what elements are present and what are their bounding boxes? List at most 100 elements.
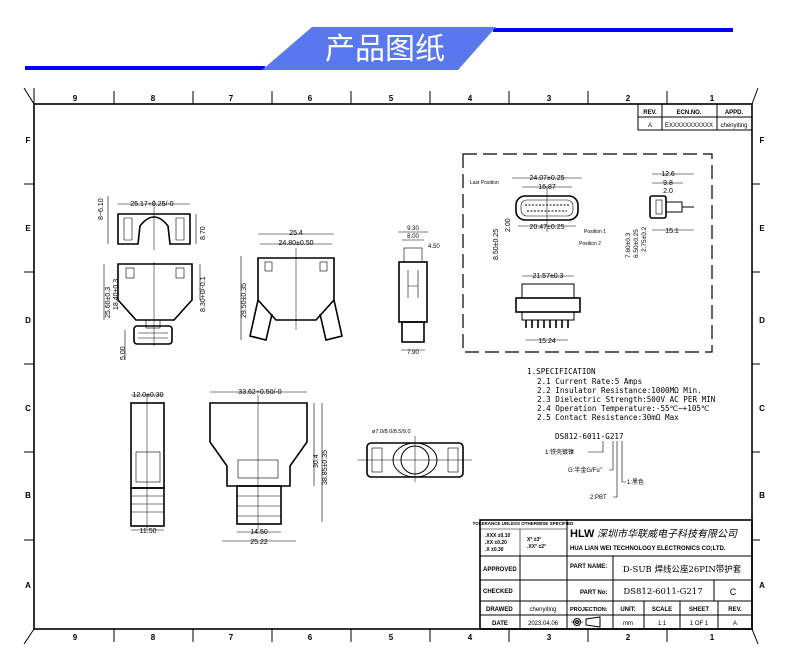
part-code: DS812-6011-G217 [555, 432, 624, 441]
ecn-value: EXXXXXXXXXXX [665, 123, 713, 129]
scale-value: 1:1 [658, 621, 667, 627]
shell-mid-view: 25.4 24.80±0.50 29.50±0.35 [240, 230, 343, 341]
company-name-cn: 深圳市华联威电子科技有限公司 [597, 528, 738, 540]
callout-position-1: Position 1 [584, 229, 606, 235]
part-no-label: PART No: [580, 590, 608, 596]
dim-label: 25.60±0.3 [105, 287, 112, 318]
approved-label: APPROVED [483, 567, 517, 573]
legend-item: 1:黑色 [627, 478, 644, 486]
dim-label: 38.85±0.35 [322, 450, 329, 485]
dim-label: 33.62+0.50/-0 [238, 389, 282, 396]
part-name-label: PART NAME: [570, 564, 607, 570]
callout-position-2: Position 2 [579, 241, 601, 247]
company-name-en: HUA LIAN WEI TECHNOLOGY ELECTRONICS CO;L… [570, 546, 726, 552]
dim-label: 21.57±0.3 [532, 273, 563, 280]
part-no-value: DS812-6011-G217 [623, 587, 702, 597]
header-left-rule [25, 66, 265, 70]
grid-col-7-bottom: 7 [229, 633, 234, 642]
spec-item: 2.5 Contact Resistance:30mΩ Max [537, 413, 679, 422]
grid-col-4: 4 [468, 94, 473, 103]
grid-row-d: D [25, 316, 31, 325]
dim-label: 8~6.10 [98, 198, 105, 220]
grid-row-a: A [25, 581, 31, 590]
dim-label: 8.70 [200, 226, 207, 240]
rev-value: A [733, 621, 737, 627]
rev-value: A [648, 123, 652, 129]
grid-row-c: C [25, 404, 31, 413]
date-label: DATE [492, 621, 508, 627]
dim-label: 25.17+0.25/-0 [130, 201, 174, 208]
drawed-label: DRAWED [486, 607, 513, 613]
tolerance-title: TOLERANCE UNLESS OTHERWISE SPECIFIED [473, 521, 575, 526]
grid-row-f-right: F [760, 136, 765, 145]
legend-item: 2:PBT [590, 495, 607, 501]
grid-row-d-right: D [759, 316, 765, 325]
dim-label: 6.50±0.25 [633, 229, 640, 258]
dim-label: 7.90 [407, 350, 419, 356]
page-header: 产品图纸 [25, 27, 733, 70]
ecn-header: ECN.NO. [676, 110, 701, 116]
grid-col-3: 3 [547, 94, 552, 103]
hood-bottom-view: ø7.0/8.0/8.5/9.0 [358, 429, 472, 482]
grid-col-6: 6 [308, 94, 313, 103]
header-badge [262, 27, 496, 70]
dim-label: 24.80±0.50 [279, 240, 314, 247]
specification: 1.SPECIFICATION 2.1 Current Rate:5 Amps … [527, 367, 716, 501]
dim-label: 5.00 [120, 346, 127, 360]
grid-col-5: 5 [389, 94, 394, 103]
grid-row-e: E [25, 224, 31, 233]
shell-front-view: 25.60±0.3 18.40±0.3 8.30+0/-0.1 5.00 [103, 262, 207, 360]
projection-symbol-icon [571, 616, 601, 628]
grid-row-c-right: C [759, 404, 765, 413]
spec-item: 2.4 Operation Temperature:-55℃~+105℃ [537, 404, 710, 413]
grid-row-a-right: A [759, 581, 765, 590]
appd-value: chenyiting [720, 123, 747, 129]
part-name-value: D-SUB 焊线公座26PIN带护套 [623, 564, 742, 575]
dim-label: 12.0±0.30 [132, 392, 163, 399]
hood-front-view: 33.62+0.50/-0 30.4 38.85±0.35 14.50 25.2… [209, 389, 329, 546]
connector-front-view: 24.07±0.25 16.87 20.47±0.25 Last Positio… [470, 175, 606, 260]
spec-item: 2.1 Current Rate:5 Amps [537, 377, 642, 386]
spec-item: 2.2 Insulator Resistance:1000MΩ Min. [537, 386, 702, 395]
unit-label: UNIT: [620, 607, 635, 613]
part-rev-value: C [730, 587, 737, 597]
grid-col-8-bottom: 8 [151, 633, 156, 642]
dim-label: 25.4 [289, 230, 303, 237]
tolerance-value: .XX ±0.20 [485, 540, 507, 546]
legend-item: G:半金G/Fu" [568, 466, 602, 474]
dim-label: 24.07±0.25 [530, 175, 565, 182]
grid-col-9: 9 [73, 94, 78, 103]
rev-header: REV. [643, 110, 657, 116]
date-value: 2023.04.06 [528, 621, 559, 627]
dim-label: 2.75±0.2 [641, 226, 648, 252]
connector-detail-box [462, 153, 713, 353]
dim-label: 8.00 [407, 234, 419, 240]
sheet-label: SHEET [689, 607, 709, 613]
dim-label: 9.8 [663, 180, 673, 187]
shell-side-view: 9.30 8.00 4.50 7.90 [398, 226, 440, 356]
dim-label: 11.50 [140, 528, 157, 535]
tolerance-value: .X ±0.30 [485, 547, 504, 553]
callout-last-position: Last Position [470, 180, 499, 186]
rev-label: REV. [728, 607, 742, 613]
hood-side-view: 12.0±0.30 11.50 [130, 392, 165, 535]
dim-label: 2.00 [505, 218, 512, 232]
grid-col-1: 1 [710, 94, 715, 103]
checked-label: CHECKED [483, 589, 513, 595]
grid-col-2: 2 [626, 94, 631, 103]
grid-col-1-bottom: 1 [710, 633, 715, 642]
tolerance-value: X° ±3° [527, 537, 541, 543]
dim-label: 8.50±0.25 [493, 229, 500, 260]
grid-row-e-right: E [759, 224, 765, 233]
connector-bottom-view: 21.57±0.3 15.24 [515, 273, 581, 345]
dim-label: 14.50 [250, 529, 268, 536]
dim-label: 18.40±0.3 [113, 279, 120, 310]
sheet-value: 1 OF 1 [690, 621, 709, 627]
dim-label: 16.87 [538, 184, 556, 191]
shell-top-view: 25.17+0.25/-0 8~6.10 8.70 [98, 196, 207, 250]
grid-col-9-bottom: 9 [73, 633, 78, 642]
spec-title: 1.SPECIFICATION [527, 367, 596, 376]
connector-side-view: 12.6 9.8 2.0 15.1 7.60±0.3 6.50±0.25 2.7… [625, 171, 694, 258]
dim-label: 2.0 [663, 188, 673, 195]
